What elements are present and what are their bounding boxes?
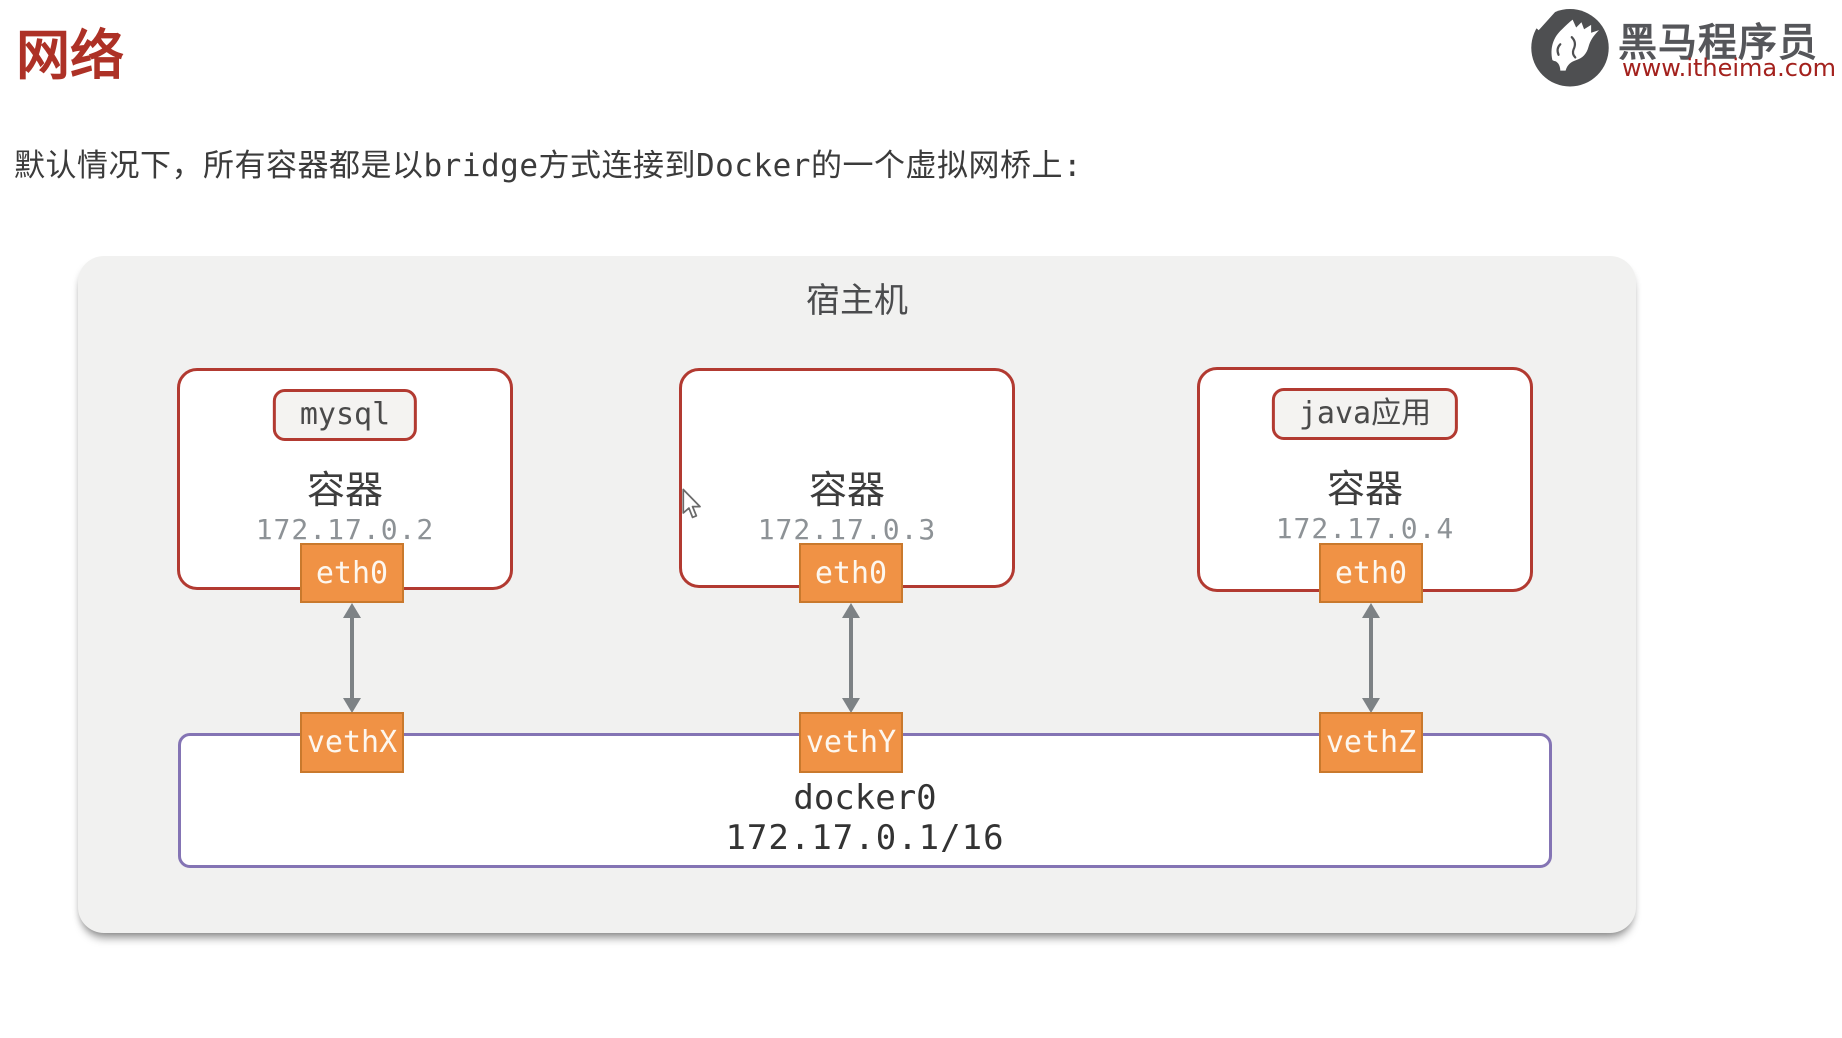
brand-website: www.itheima.com [1622,54,1837,82]
eth0-box-3: eth0 [1319,543,1423,603]
mouse-cursor [682,488,701,519]
host-machine-label: 宿主机 [806,281,908,321]
docker0-bridge-box: docker0 172.17.0.1/16 [178,733,1552,868]
vethX-box: vethX [300,712,404,773]
vethY-box: vethY [799,712,903,773]
vethZ-box: vethZ [1319,712,1423,773]
container-badge: mysql [272,389,418,441]
horse-logo-icon [1530,3,1609,87]
bridge-name: docker0 [793,778,937,818]
eth0-box-1: eth0 [300,543,404,603]
connection-arrow-icon [343,603,361,713]
container-label: 容器 [808,468,885,512]
container-box-java: java应用 容器 172.17.0.4 [1197,367,1533,592]
bridge-cidr: 172.17.0.1/16 [725,818,1005,858]
connection-arrow-icon [842,603,860,713]
brand-name: 黑马程序员 [1618,21,1819,66]
container-ip: 172.17.0.3 [757,513,937,546]
connection-arrow-icon [1362,603,1380,713]
container-badge: java应用 [1271,388,1459,440]
container-ip: 172.17.0.4 [1275,512,1455,545]
container-ip: 172.17.0.2 [255,513,435,546]
intro-text: 默认情况下，所有容器都是以bridge方式连接到Docker的一个虚拟网桥上: [14,148,1083,184]
container-label: 容器 [1326,467,1403,511]
eth0-box-2: eth0 [799,543,903,603]
container-label: 容器 [306,468,383,512]
page-title: 网络 [16,24,124,87]
